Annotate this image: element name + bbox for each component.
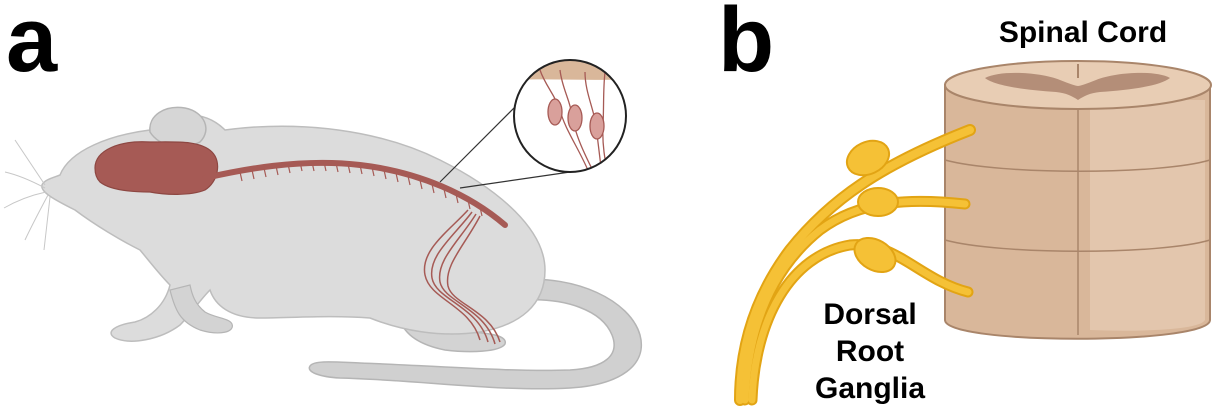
zoom-inset-circle [510,60,640,175]
drg-label-line-1: Dorsal [790,296,950,333]
ganglion-middle [858,188,898,216]
ganglion-lower [848,231,901,279]
panel-letter-a: a [6,0,57,86]
panel-letter-b: b [718,0,774,86]
drg-label-line-2: Root [790,333,950,370]
mouse-ear [150,107,206,146]
spinal-cord-label: Spinal Cord [968,16,1198,50]
dorsal-root-ganglia-label: Dorsal Root Ganglia [790,296,950,407]
mouse-brain [95,142,218,195]
drg-label-line-3: Ganglia [790,370,950,407]
mouse-whiskers [4,140,50,250]
spinal-cord-cylinder [945,61,1211,339]
